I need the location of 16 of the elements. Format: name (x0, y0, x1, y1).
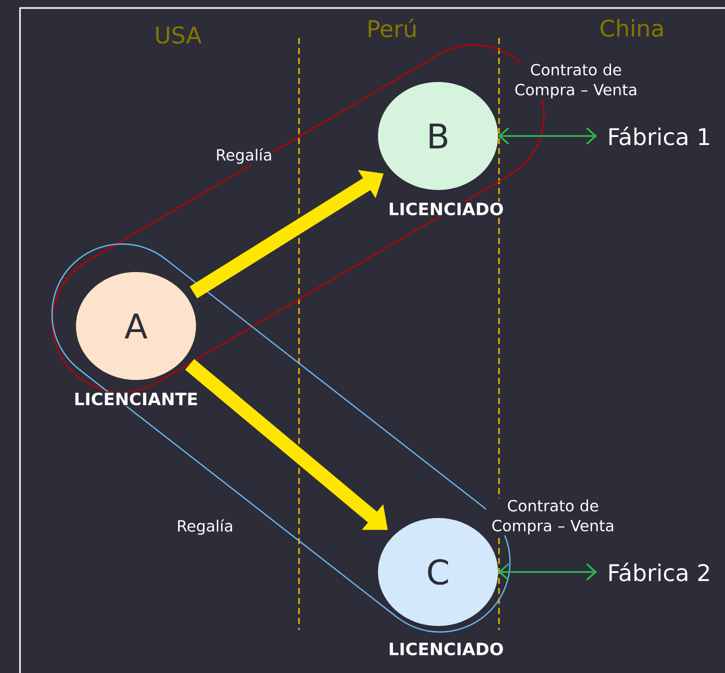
node-caption: LICENCIADO (387, 642, 505, 656)
ellipse-node: A (76, 272, 196, 380)
note-text: Regalía (176, 518, 234, 536)
node-text: Fábrica 2 (609, 562, 709, 582)
edge-label: Contrato de Compra – Venta (486, 498, 620, 536)
node-caption: LICENCIANTE (72, 392, 200, 406)
node-caption: LICENCIADO (387, 202, 505, 216)
column-header: USA (156, 26, 202, 44)
ellipse-node: B (378, 82, 498, 190)
note-text: Regalía (214, 147, 274, 165)
edge-label: Contrato de Compra – Venta (509, 62, 643, 100)
column-header: Perú (368, 18, 416, 38)
arrow (498, 563, 597, 581)
arrow (498, 127, 597, 145)
column-header: China (600, 19, 663, 37)
node-text: Fábrica 1 (609, 126, 710, 146)
